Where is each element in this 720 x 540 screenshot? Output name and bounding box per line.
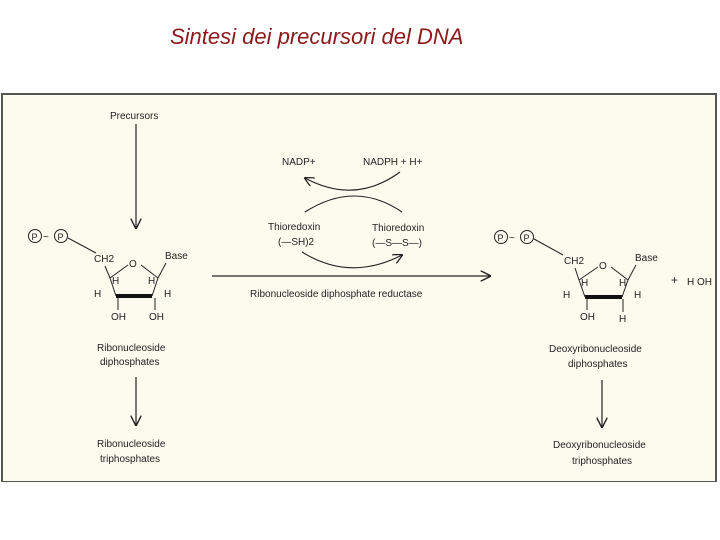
base-left: Base	[165, 251, 188, 262]
phosphate-circle-1	[28, 229, 42, 243]
plus-sign: +	[671, 273, 678, 287]
nadp-cycle-arrow	[305, 171, 401, 191]
ch2-right: CH2	[564, 256, 584, 267]
phosphate-p-3: P	[498, 233, 504, 243]
oh1-left: OH	[111, 312, 126, 323]
h1-left: H	[112, 276, 119, 287]
phosphate-circle-4	[520, 230, 534, 244]
h5-right: H	[619, 314, 626, 325]
phosphate-p-1: P	[32, 232, 38, 242]
ribo-diphosphate-line1: Ribonucleoside	[97, 343, 166, 354]
h2-right: H	[619, 278, 626, 289]
ribo-triphosphate-line1: Ribonucleoside	[97, 439, 166, 450]
phosphate-circle-2	[54, 229, 68, 243]
deoxy-diphosphate-line2: diphosphates	[568, 359, 628, 370]
thioredoxin-reduced-label: Thioredoxin	[268, 222, 320, 233]
h1-right: H	[581, 278, 588, 289]
h4-right: H	[634, 290, 641, 301]
h3-left: H	[94, 289, 101, 300]
page-title: Sintesi dei precursori del DNA	[170, 24, 464, 49]
nadph-label: NADPH + H+	[363, 157, 423, 168]
ring-oxygen-left: O	[129, 259, 137, 270]
tilde-left: ~	[43, 232, 49, 243]
h3-right: H	[563, 290, 570, 301]
oh2-left: OH	[149, 312, 164, 323]
phosphate-circle-3	[494, 230, 508, 244]
thioredoxin-upper-arc	[304, 195, 403, 213]
thioredoxin-oxidized-sub: (—S—S—)	[372, 238, 422, 249]
diagram-panel	[1, 93, 717, 482]
phosphate-p-4: P	[524, 233, 530, 243]
base-right: Base	[635, 253, 658, 264]
ribo-diphosphate-line2: diphosphates	[100, 357, 160, 368]
deoxy-diphosphate-line1: Deoxyribonucleoside	[549, 344, 642, 355]
tilde-right: ~	[509, 233, 515, 244]
phosphate-p-2: P	[58, 232, 64, 242]
thioredoxin-lower-arrow	[301, 251, 402, 269]
h4-left: H	[164, 289, 171, 300]
thioredoxin-reduced-sub: (—SH)2	[278, 237, 315, 248]
phosphate-bond-left	[67, 237, 97, 254]
precursors-label: Precursors	[110, 111, 158, 122]
deoxy-triphosphate-line1: Deoxyribonucleoside	[553, 440, 646, 451]
deoxy-triphosphate-line2: triphosphates	[572, 456, 632, 467]
ribo-triphosphate-line2: triphosphates	[100, 454, 160, 465]
nadp-plus-label: NADP+	[282, 157, 316, 168]
h2-left: H	[148, 276, 155, 287]
enzyme-label: Ribonucleoside diphosphate reductase	[250, 289, 423, 300]
thioredoxin-oxidized-label: Thioredoxin	[372, 223, 424, 234]
water-label: H OH	[687, 277, 712, 288]
oh1-right: OH	[580, 312, 595, 323]
ring-oxygen-right: O	[599, 261, 607, 272]
phosphate-bond-right	[533, 238, 564, 256]
ch2-left: CH2	[94, 254, 114, 265]
